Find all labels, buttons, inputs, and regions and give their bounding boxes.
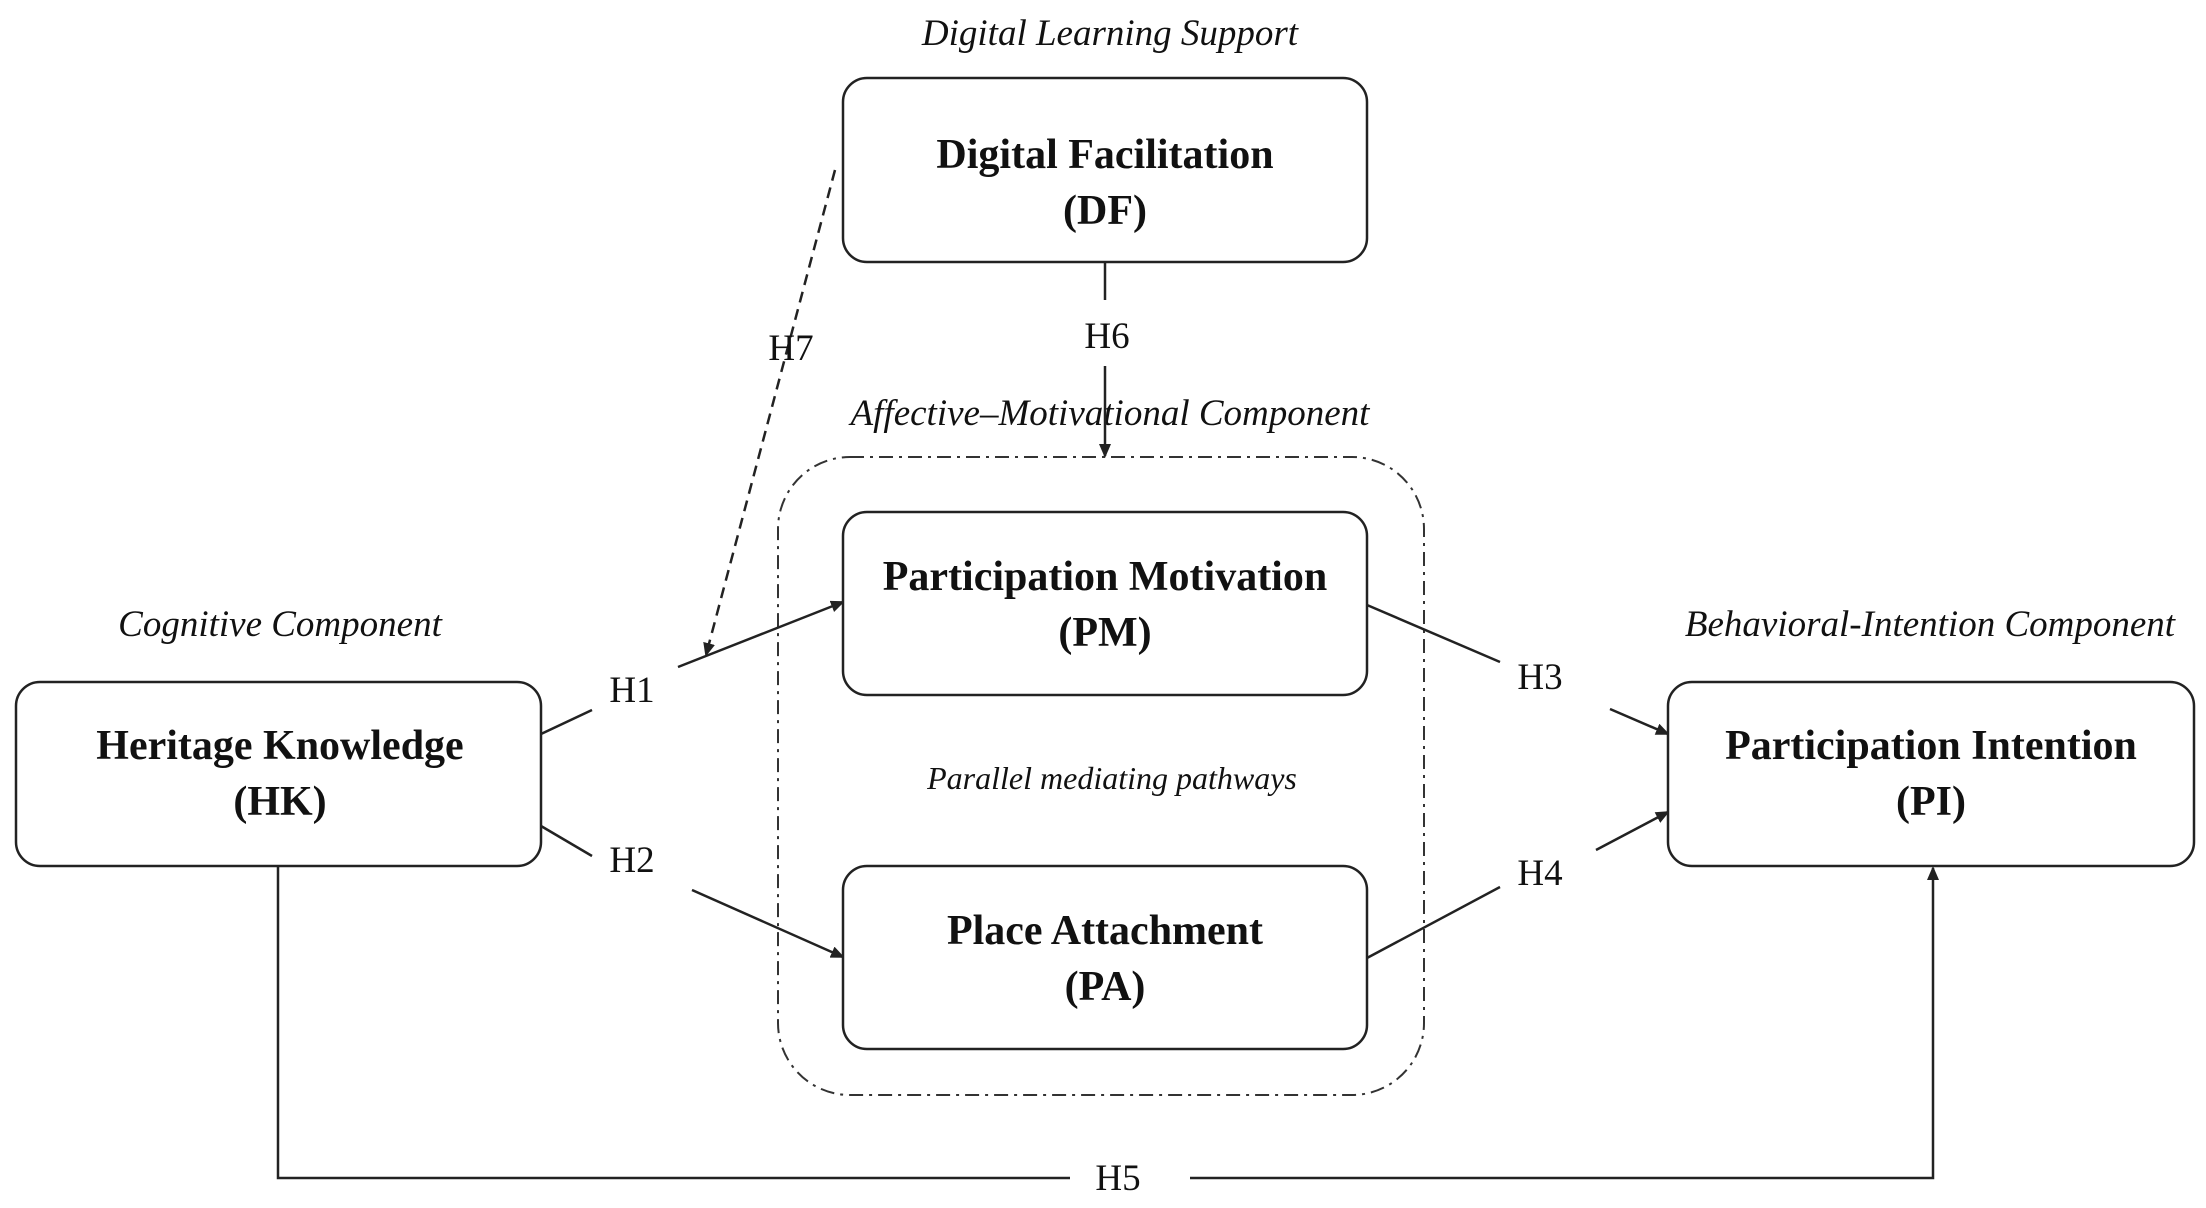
digital-facilitation-box: Digital Facilitation (DF)	[841, 76, 1369, 264]
h5-arrow	[1190, 866, 1939, 1180]
df-abbr: (DF)	[1063, 188, 1147, 234]
h3-arrow	[1609, 707, 1670, 736]
pm-abbr: (PM)	[1058, 610, 1151, 656]
h4-line-start	[1366, 885, 1501, 960]
pi-name: Participation Intention	[1725, 723, 2137, 769]
pa-abbr: (PA)	[1065, 964, 1146, 1010]
heritage-knowledge-box: Heritage Knowledge (HK)	[14, 680, 543, 868]
h7-label: H7	[768, 328, 813, 369]
h3-label: H3	[1517, 657, 1562, 698]
h6-label: H6	[1084, 316, 1129, 357]
hk-name: Heritage Knowledge	[96, 723, 463, 769]
h2-line-start	[540, 824, 593, 858]
df-name: Digital Facilitation	[936, 132, 1273, 178]
parallel-mediating-pathways-note: Parallel mediating pathways	[926, 760, 1297, 796]
mediator-group-frame	[777, 456, 1425, 1096]
cognitive-component-label: Cognitive Component	[118, 604, 443, 645]
digital-learning-support-label: Digital Learning Support	[921, 13, 1300, 54]
h2-arrow	[691, 888, 845, 959]
h1-line-start	[540, 708, 593, 736]
h5-label: H5	[1095, 1158, 1140, 1199]
hk-abbr: (HK)	[233, 779, 326, 825]
h7-dashed-arrow	[703, 169, 837, 657]
h5-line-left	[276, 866, 1070, 1180]
pa-name: Place Attachment	[947, 908, 1263, 954]
h2-label: H2	[609, 840, 654, 881]
h3-line-start	[1366, 603, 1501, 664]
pi-abbr: (PI)	[1896, 779, 1966, 825]
affective-motivational-label: Affective–Motivational Component	[848, 393, 1372, 434]
pm-name: Participation Motivation	[883, 554, 1327, 600]
h1-label: H1	[609, 670, 654, 711]
participation-motivation-box: Participation Motivation (PM)	[841, 510, 1369, 697]
h1-arrow	[677, 600, 845, 669]
place-attachment-box: Place Attachment (PA)	[841, 864, 1369, 1051]
participation-intention-box: Participation Intention (PI)	[1666, 680, 2196, 868]
h4-arrow	[1595, 810, 1670, 852]
h4-label: H4	[1517, 853, 1562, 894]
behavioral-intention-label: Behavioral-Intention Component	[1685, 604, 2177, 645]
